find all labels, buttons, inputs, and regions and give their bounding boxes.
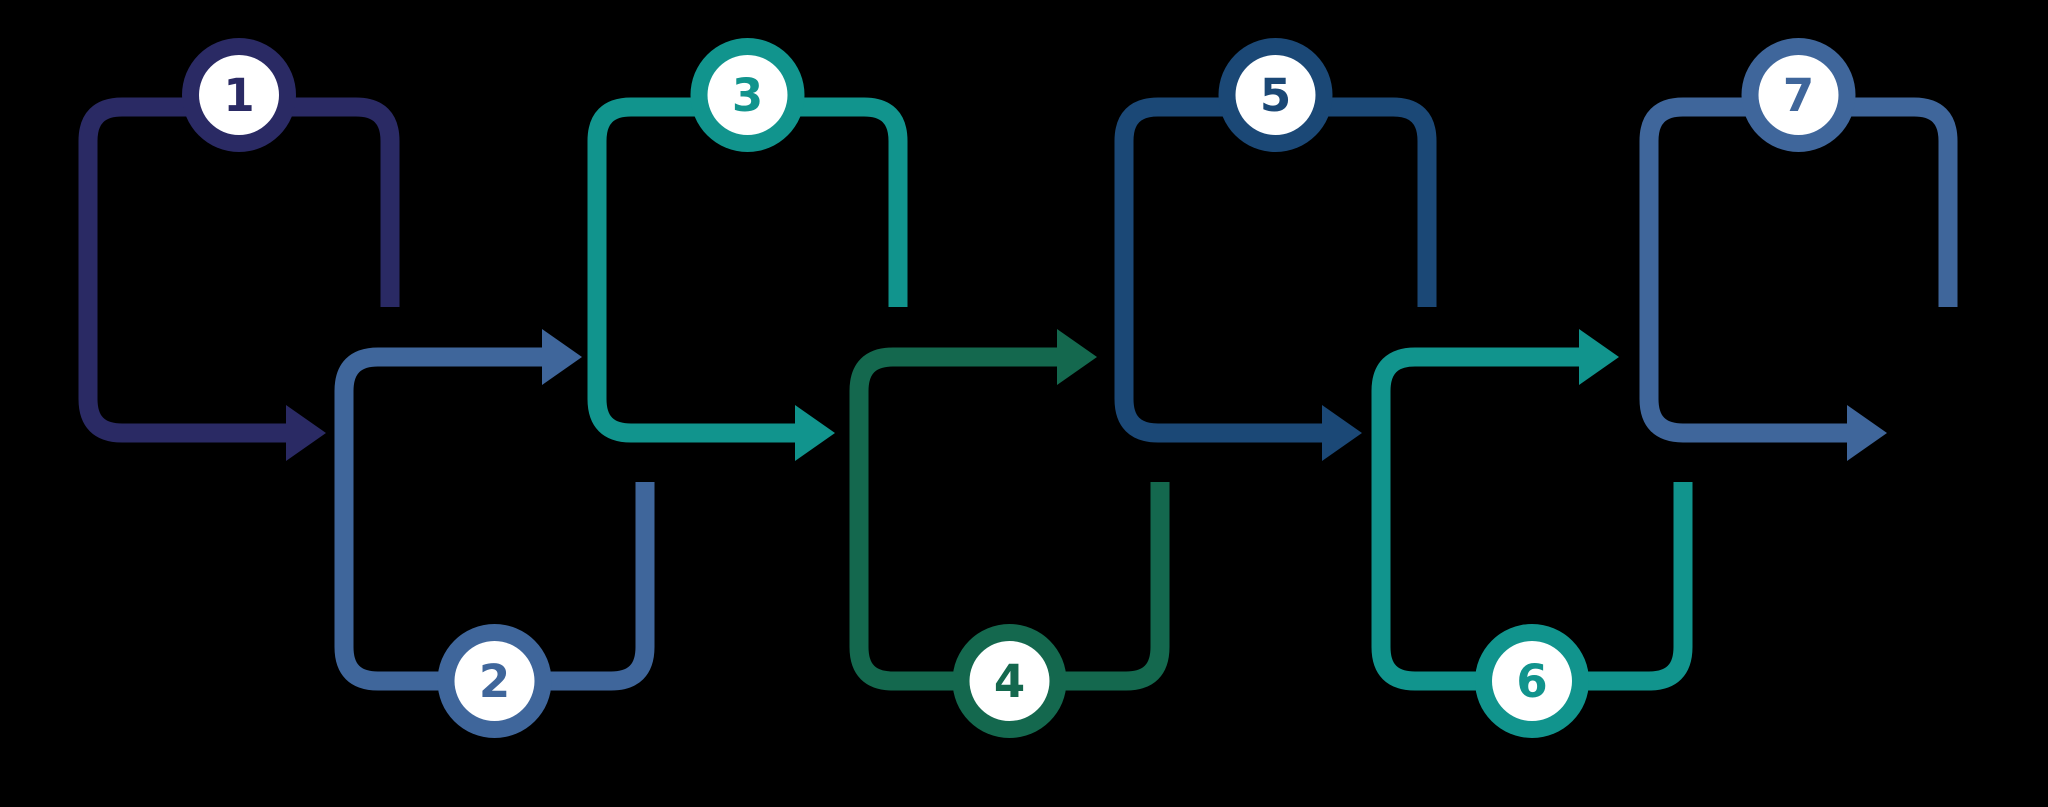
step-6-number: 6 <box>1516 655 1547 708</box>
step-5-arrow-right-icon <box>1322 405 1362 461</box>
step-2-marker-fill <box>454 641 535 721</box>
step-6-loop: 6 <box>1371 329 1693 738</box>
step-2-loop: 2 <box>334 329 655 738</box>
step-3-number: 3 <box>732 69 763 122</box>
step-6-arrow-right-icon <box>1579 329 1619 385</box>
step-4-arrow-right-icon <box>1057 329 1097 385</box>
step-1-number: 1 <box>223 69 254 122</box>
step-7-connector <box>1639 97 1958 443</box>
step-3-loop: 3 <box>587 38 908 461</box>
step-4-number: 4 <box>994 655 1025 708</box>
step-3-connector <box>587 97 908 443</box>
step-1-marker-fill <box>199 55 279 135</box>
step-7-marker-fill <box>1758 55 1839 135</box>
step-3-marker-fill <box>707 55 788 135</box>
step-7-loop: 7 <box>1639 38 1958 461</box>
step-4-connector <box>849 347 1170 691</box>
step-2-number: 2 <box>479 655 510 708</box>
step-1-arrow-right-icon <box>286 405 326 461</box>
step-7-number: 7 <box>1783 69 1814 122</box>
step-5-loop: 5 <box>1114 38 1437 461</box>
step-6-marker-fill <box>1492 641 1572 721</box>
step-4-marker-fill <box>969 641 1050 721</box>
step-1-connector <box>78 97 400 443</box>
step-4-loop: 4 <box>849 329 1170 738</box>
step-2-arrow-right-icon <box>542 329 582 385</box>
step-5-marker-fill <box>1235 55 1316 135</box>
step-7-arrow-right-icon <box>1847 405 1887 461</box>
step-2-connector <box>334 347 655 691</box>
step-5-connector <box>1114 97 1437 443</box>
step-5-number: 5 <box>1260 69 1291 122</box>
step-1-loop: 1 <box>78 38 400 461</box>
step-6-connector <box>1371 347 1693 691</box>
step-3-arrow-right-icon <box>795 405 835 461</box>
